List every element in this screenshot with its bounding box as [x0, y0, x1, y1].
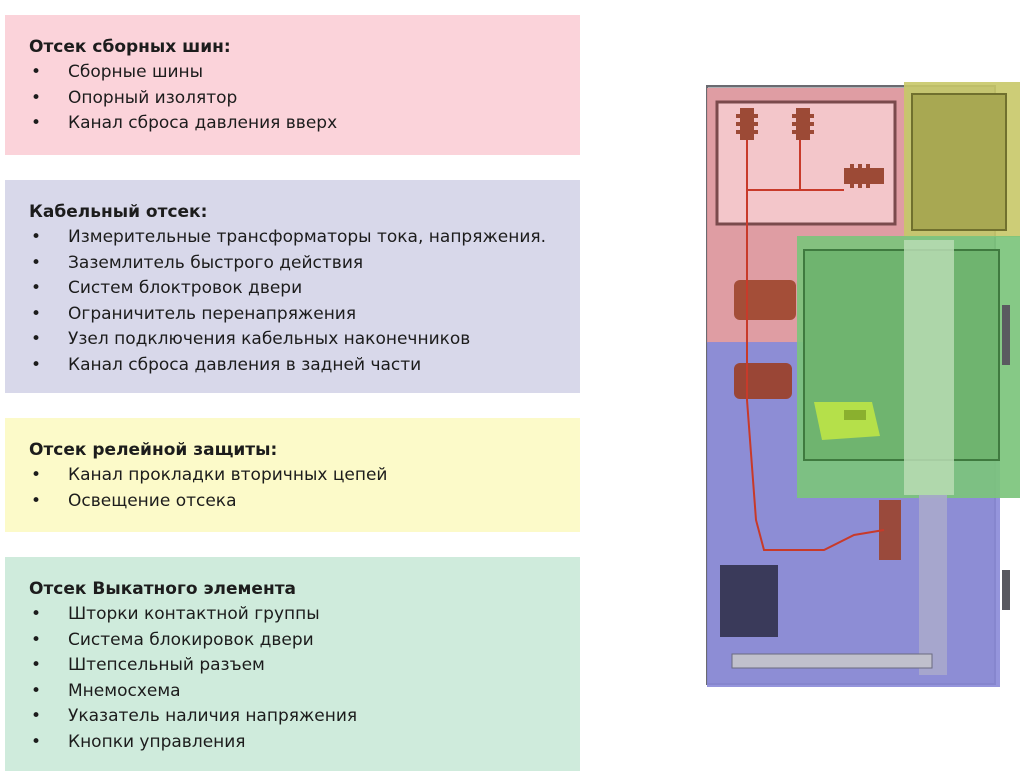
arrester-block — [879, 500, 901, 560]
cable-conductor — [746, 190, 885, 551]
list-item: Измерительные трансформаторы тока, напря… — [29, 225, 556, 251]
cable-compartment-list: Измерительные трансформаторы тока, напря… — [29, 225, 556, 379]
relay-compartment-title: Отсек релейной защиты: — [29, 440, 278, 460]
cable-compartment-title: Кабельный отсек: — [29, 202, 208, 222]
withdrawable-compartment-panel: Отсек Выкатного элемента Шторки контактн… — [5, 557, 580, 771]
withdrawable-compartment-list: Шторки контактной группы Система блокиро… — [29, 602, 556, 756]
post-insulator-right — [792, 108, 814, 140]
interlock-mechanism — [814, 402, 880, 440]
list-item: Канал прокладки вторичных цепей — [29, 463, 556, 489]
current-transformer-upper — [734, 280, 796, 320]
list-item: Система блокировок двери — [29, 628, 556, 654]
list-item: Мнемосхема — [29, 679, 556, 705]
list-item: Сборные шины — [29, 60, 556, 86]
post-insulator-left — [736, 108, 758, 140]
list-item: Освещение отсека — [29, 489, 556, 515]
bushing-insulator — [844, 164, 884, 188]
current-transformer-lower — [734, 363, 792, 399]
list-item: Узел подключения кабельных наконечников — [29, 327, 556, 353]
cable-compartment-panel: Кабельный отсек: Измерительные трансформ… — [5, 180, 580, 393]
busbar-compartment-list: Сборные шины Опорный изолятор Канал сбро… — [29, 60, 556, 137]
list-item: Канал сброса давления вверх — [29, 111, 556, 137]
list-item: Указатель наличия напряжения — [29, 704, 556, 730]
list-item: Шторки контактной группы — [29, 602, 556, 628]
door-handle-lower — [1002, 570, 1010, 610]
relay-compartment-panel: Отсек релейной защиты: Канал прокладки в… — [5, 418, 580, 532]
list-item: Систем блоктровок двери — [29, 276, 556, 302]
door-handle-upper — [1002, 305, 1010, 365]
relay-door — [911, 93, 1007, 231]
list-item: Ограничитель перенапряжения — [29, 302, 556, 328]
list-item: Опорный изолятор — [29, 86, 556, 112]
withdrawable-compartment-title: Отсек Выкатного элемента — [29, 579, 297, 599]
list-item: Штепсельный разъем — [29, 653, 556, 679]
busbar-riser — [904, 240, 954, 495]
busbar-compartment-title: Отсек сборных шин: — [29, 37, 231, 57]
relay-compartment-list: Канал прокладки вторичных цепей Освещени… — [29, 463, 556, 514]
busbar-compartment-panel: Отсек сборных шин: Сборные шины Опорный … — [5, 15, 580, 155]
list-item: Канал сброса давления в задней части — [29, 353, 556, 379]
list-item: Заземлитель быстрого действия — [29, 251, 556, 277]
base-rail — [731, 653, 933, 669]
switchgear-cross-section-diagram — [706, 82, 1020, 687]
busbar-conductor — [746, 140, 801, 191]
list-item: Кнопки управления — [29, 730, 556, 756]
cable-termination-block — [720, 565, 778, 637]
lower-cable-riser — [919, 495, 947, 675]
